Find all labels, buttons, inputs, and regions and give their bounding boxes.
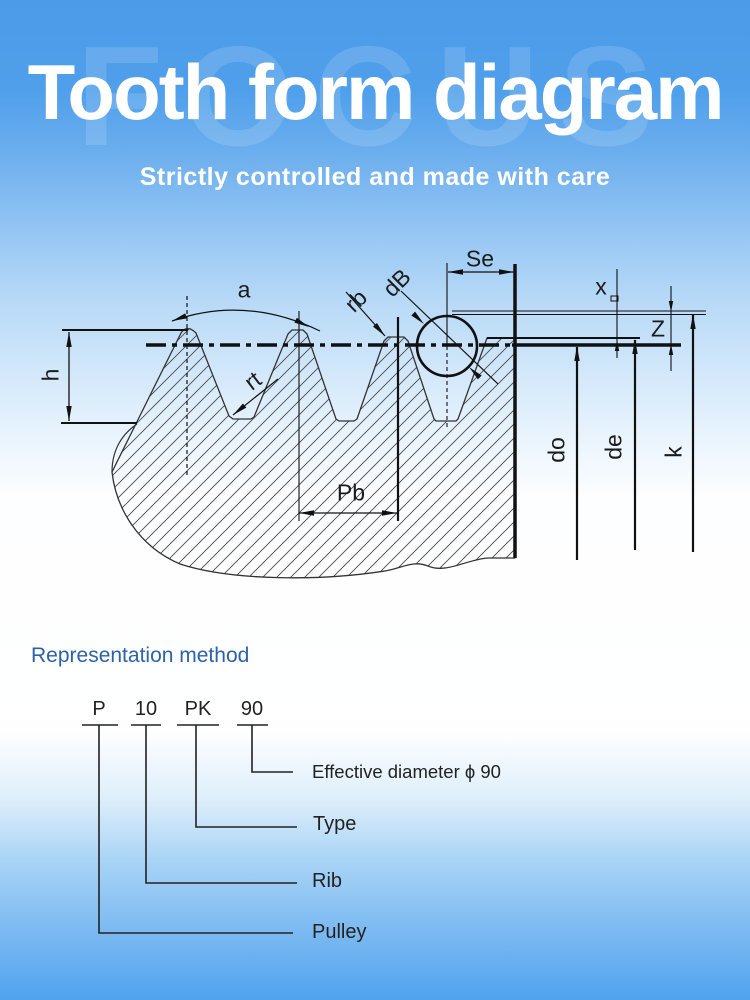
- code-rib: 10: [134, 698, 158, 720]
- callout-pulley: Pulley: [312, 921, 367, 943]
- dim-label-a: a: [237, 276, 251, 303]
- dim-label-h: h: [37, 368, 64, 382]
- dim-label-rt: rt: [239, 365, 267, 396]
- code-pulley: P: [92, 698, 106, 720]
- pulley-section: [111, 327, 516, 579]
- dim-label-rb: rb: [339, 284, 373, 318]
- dim-label-Z: Z: [650, 315, 666, 342]
- dim-label-do: do: [543, 437, 570, 463]
- dim-label-x: x: [595, 273, 607, 300]
- focus-watermark: FOCUS: [76, 17, 674, 176]
- callout-type: Type: [313, 813, 357, 835]
- dim-label-Se: Se: [465, 245, 495, 272]
- dim-label-de: de: [600, 434, 627, 460]
- callout-effective-diameter: Effective diameter ϕ 90: [312, 761, 501, 782]
- measuring-ball: [415, 314, 479, 378]
- code-connector-lines: [82, 724, 297, 934]
- callout-rib: Rib: [312, 870, 343, 892]
- dim-label-k: k: [660, 446, 687, 458]
- dim-label-dB: dB: [377, 263, 416, 302]
- dim-label-Pb: Pb: [336, 479, 366, 506]
- representation-heading: Representation method: [31, 644, 250, 667]
- page-title: Tooth form diagram: [27, 48, 725, 136]
- page-subtitle: Strictly controlled and made with care: [139, 163, 611, 191]
- code-diameter: 90: [240, 698, 264, 720]
- code-type: PK: [184, 698, 212, 720]
